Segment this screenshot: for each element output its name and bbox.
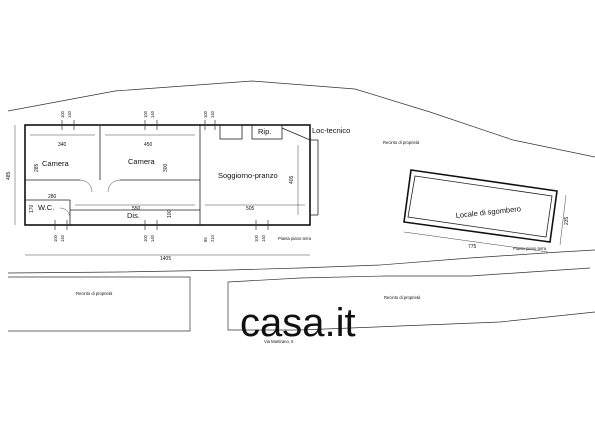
win-label: 100 bbox=[53, 234, 58, 242]
win-label: 140 bbox=[60, 234, 65, 242]
win-label: 140 bbox=[210, 110, 215, 118]
room-rip: Rip. bbox=[258, 127, 271, 136]
dim-dis-depth: 100 bbox=[167, 209, 173, 218]
room-soggiorno: Soggiorno-pranzo bbox=[218, 171, 278, 180]
house-walls bbox=[24, 120, 319, 230]
site-pianta-piano-terra: Pianta piano terra bbox=[278, 236, 312, 241]
room-dis: Dis. bbox=[127, 211, 140, 220]
dim-left-height: 485 bbox=[6, 171, 12, 180]
room-wc: W.C. bbox=[38, 203, 54, 212]
dim-total-width: 1405 bbox=[160, 256, 171, 262]
dimension-lines bbox=[14, 125, 310, 256]
room-loc-tecnico: Loc-tecnico bbox=[312, 126, 350, 135]
dim-sgombero-width: 775 bbox=[468, 244, 477, 250]
door-label: 210 bbox=[210, 234, 215, 242]
dim-soggiorno-width: 505 bbox=[246, 206, 255, 212]
site-pianta-piano-terra-2: Pianta piano terra bbox=[513, 246, 547, 251]
dim-soggiorno-height: 405 bbox=[289, 175, 295, 184]
win-label: 100 bbox=[203, 110, 208, 118]
site-recinto-bottom-left: Recinto di proprietà bbox=[76, 291, 113, 296]
door-label: 85 bbox=[203, 237, 208, 242]
site-boundary bbox=[7, 80, 595, 332]
win-label: 100 bbox=[254, 234, 259, 242]
locale-sgombero bbox=[403, 169, 567, 253]
win-label: 140 bbox=[261, 234, 266, 242]
dim-dis-width: 550 bbox=[132, 206, 141, 212]
room-locale-sgombero: Locale di sgombero bbox=[455, 204, 521, 220]
watermark: casa.it bbox=[240, 301, 356, 345]
street-label: Via Martirano, 5 bbox=[264, 339, 294, 344]
dim-wc-width: 280 bbox=[48, 194, 57, 200]
room-camera-left: Camera bbox=[42, 159, 70, 168]
dim-sgombero-height: 235 bbox=[564, 216, 570, 225]
site-recinto-bottom-right: Recinto di proprietà bbox=[384, 295, 421, 300]
dim-camera2-height: 300 bbox=[163, 163, 169, 172]
dim-camera-left-width: 340 bbox=[58, 142, 67, 148]
win-label: 140 bbox=[150, 234, 155, 242]
dim-wc-height: 170 bbox=[29, 204, 35, 213]
dim-camera-center-width: 450 bbox=[144, 142, 153, 148]
win-label: 100 bbox=[143, 110, 148, 118]
win-label: 140 bbox=[67, 110, 72, 118]
site-recinto-top-right: Recinto di proprietà bbox=[383, 140, 420, 145]
win-label: 100 bbox=[60, 110, 65, 118]
win-label: 100 bbox=[143, 234, 148, 242]
win-label: 140 bbox=[150, 110, 155, 118]
room-camera-center: Camera bbox=[128, 157, 156, 166]
dim-camera-height: 285 bbox=[34, 163, 40, 172]
